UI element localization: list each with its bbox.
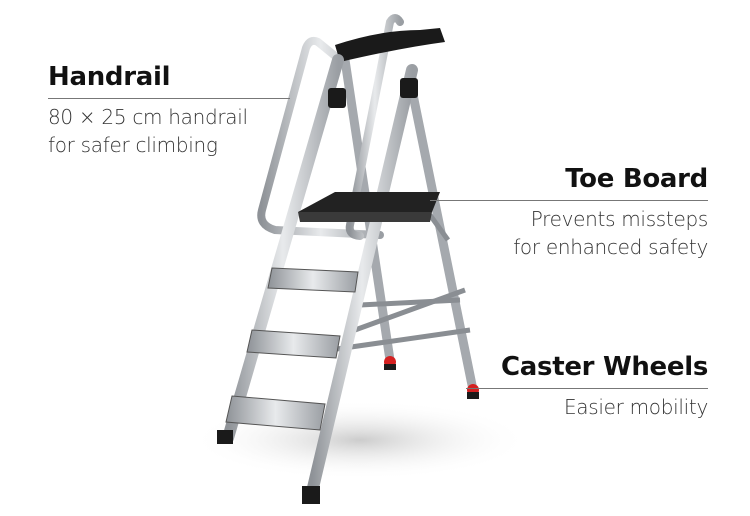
callout-toe-board: Toe Board Prevents missteps for enhanced… <box>430 164 708 261</box>
callout-text: Prevents missteps <box>530 207 709 231</box>
divider <box>466 388 708 389</box>
callout-title: Handrail <box>48 62 171 92</box>
callout-text: for safer climbing <box>48 133 218 157</box>
caster-wheels <box>384 356 479 399</box>
callout-title: Caster Wheels <box>501 352 708 382</box>
divider <box>430 200 708 201</box>
callout-text: 80 × 25 cm handrail <box>48 105 248 129</box>
top-tray <box>335 28 445 62</box>
callout-caster-wheels: Caster Wheels Easier mobility <box>466 352 708 421</box>
front-legs <box>222 54 418 498</box>
callout-title: Toe Board <box>565 164 708 194</box>
divider <box>48 98 290 99</box>
callout-text: Easier mobility <box>563 395 708 419</box>
toe-board <box>298 192 440 212</box>
callout-text: for enhanced safety <box>513 235 708 259</box>
callout-handrail: Handrail 80 × 25 cm handrail for safer c… <box>48 62 290 159</box>
steps <box>225 267 359 431</box>
handrail <box>257 14 404 240</box>
